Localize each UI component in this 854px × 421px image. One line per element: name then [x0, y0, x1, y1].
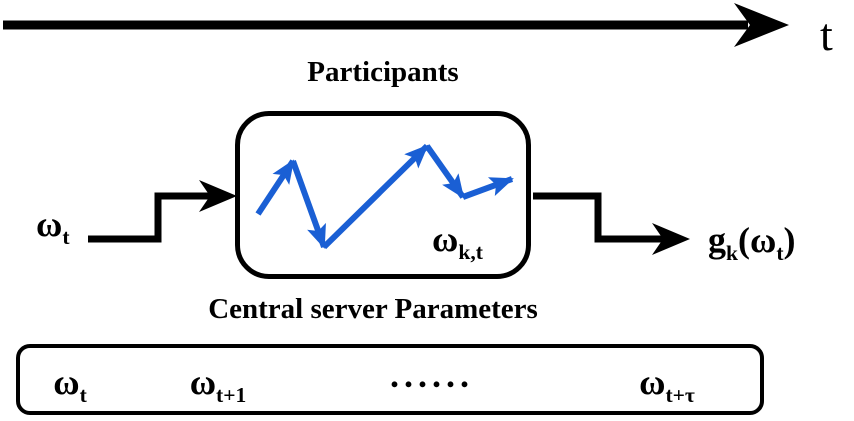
omega-symbol: ω	[639, 362, 666, 402]
subscript: k	[726, 241, 739, 266]
omega-symbol: ω	[432, 219, 459, 259]
participants-title: Participants	[307, 56, 459, 88]
server-param-ellipsis: ......	[390, 357, 474, 400]
server-param-omega-ttau: ωt+τ	[639, 364, 695, 407]
central-server-box	[16, 344, 764, 415]
timeline-arrow	[3, 3, 789, 47]
omega-symbol: (ω	[738, 220, 777, 260]
subscript: t	[62, 225, 70, 250]
central-server-title: Central server Parameters	[208, 293, 538, 325]
participant-state-label: ωk,t	[432, 221, 483, 264]
subscript: t	[79, 383, 87, 408]
server-param-omega-t1: ωt+1	[190, 364, 247, 407]
subscript: t	[776, 241, 784, 266]
output-arrow	[533, 192, 690, 255]
participants-box	[235, 111, 531, 279]
omega-symbol: ω	[36, 204, 63, 244]
output-gradient-label: gk(ωt)	[708, 222, 796, 265]
timeline-arrowhead-icon	[734, 3, 789, 47]
omega-symbol: ω	[53, 362, 80, 402]
time-axis-label: t	[820, 9, 833, 60]
subscript: k,t	[458, 240, 483, 265]
subscript: t+1	[216, 383, 247, 408]
output-arrowhead-icon	[652, 223, 690, 255]
ellipsis-dots: ......	[390, 355, 474, 395]
paren-close: )	[783, 220, 796, 260]
input-arrow	[88, 180, 237, 243]
input-arrowhead-icon	[199, 180, 237, 212]
g-symbol: g	[708, 220, 726, 260]
subscript: t+τ	[665, 383, 695, 408]
input-omega-label: ωt	[36, 206, 70, 249]
omega-symbol: ω	[189, 362, 217, 402]
server-param-omega-t: ωt	[53, 364, 87, 407]
